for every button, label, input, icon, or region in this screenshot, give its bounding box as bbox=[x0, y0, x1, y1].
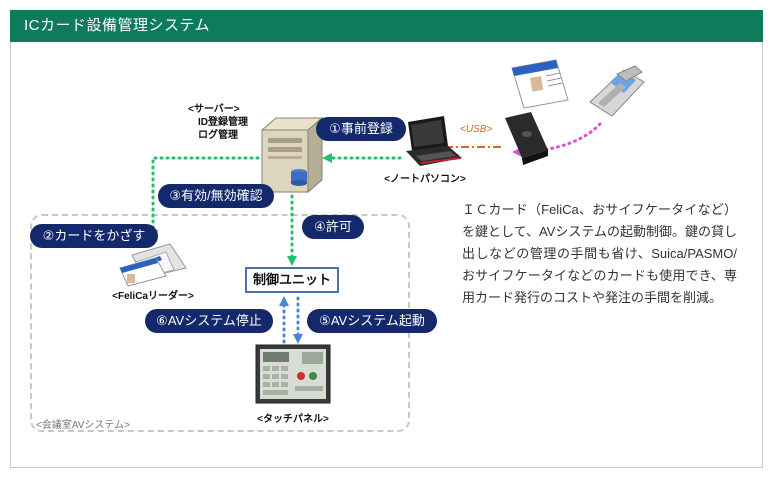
page-title: ICカード設備管理システム bbox=[10, 10, 763, 42]
flow-validity-check bbox=[151, 156, 260, 234]
flow-phone-to-reader bbox=[518, 122, 602, 154]
touch-panel-icon bbox=[255, 344, 331, 404]
felica-reader-caption: <FeliCaリーダー> bbox=[112, 291, 194, 302]
usb-card-reader-icon bbox=[505, 112, 548, 165]
arrow-av-stop bbox=[279, 296, 289, 306]
step-av-stop: ⑥AVシステム停止 bbox=[145, 309, 273, 333]
notebook-caption: <ノートパソコン> bbox=[384, 174, 466, 185]
step-permit: ④許可 bbox=[302, 215, 364, 239]
felica-reader-icon bbox=[119, 243, 187, 287]
control-unit: 制御ユニット bbox=[245, 267, 339, 293]
notebook-pc-icon bbox=[406, 116, 462, 166]
mobile-phone-icon bbox=[589, 65, 645, 117]
step-validity-check: ③有効/無効確認 bbox=[158, 184, 274, 208]
server-caption: <サーバー> ID登録管理 ログ管理 bbox=[188, 103, 248, 142]
step-register: ①事前登録 bbox=[316, 117, 406, 141]
usb-label: <USB> bbox=[460, 124, 493, 135]
arrow-permit bbox=[287, 256, 297, 266]
touch-panel-caption: <タッチパネル> bbox=[257, 414, 329, 425]
arrow-register bbox=[322, 153, 332, 163]
server-function-id: ID登録管理 bbox=[198, 117, 248, 128]
server-icon bbox=[260, 116, 324, 194]
step-hold-card: ②カードをかざす bbox=[30, 224, 158, 248]
server-function-log: ログ管理 bbox=[198, 130, 238, 141]
server-label: <サーバー> bbox=[188, 104, 240, 115]
id-card-icon bbox=[511, 59, 569, 109]
system-area-label: <会議室AVシステム> bbox=[36, 420, 130, 431]
step-av-start: ⑤AVシステム起動 bbox=[307, 309, 437, 333]
arrow-av-start bbox=[293, 334, 303, 344]
description-text: ＩＣカード（FeliCa、おサイフケータイなど）を鍵として、AVシステムの起動制… bbox=[462, 202, 737, 305]
